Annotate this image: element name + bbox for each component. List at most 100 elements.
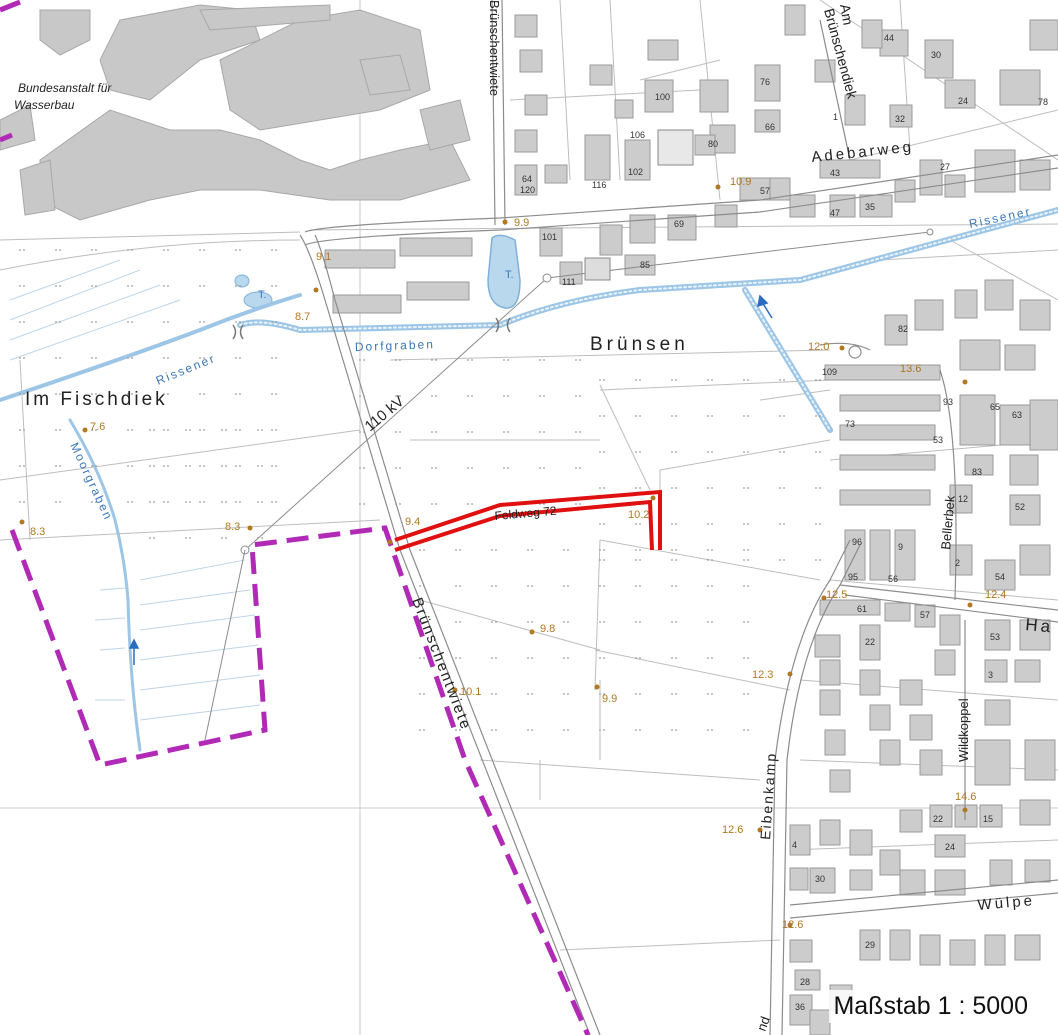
meadow-dot: [235, 465, 237, 467]
meadow-dot: [815, 379, 817, 381]
meadow-dot: [471, 431, 473, 433]
meadow-dot: [599, 451, 601, 453]
meadow-dot: [567, 729, 569, 731]
meadow-dot: [707, 379, 709, 381]
meadow-dot: [131, 429, 133, 431]
meadow-dot: [199, 357, 201, 359]
meadow-dot: [275, 285, 277, 287]
meadow-dot: [95, 249, 97, 251]
meadow-dot: [199, 465, 201, 467]
meadow-dot: [275, 249, 277, 251]
meadow-dot: [711, 693, 713, 695]
meadow-dot: [221, 537, 223, 539]
meadow-dot: [503, 467, 505, 469]
meadow-dot: [221, 429, 223, 431]
meadow-dot: [783, 559, 785, 561]
meadow-dot: [599, 729, 601, 731]
meadow-dot: [603, 729, 605, 731]
meadow-dot: [275, 465, 277, 467]
meadow-dot: [743, 415, 745, 417]
height-label: 12.0: [808, 341, 829, 353]
meadow-dot: [543, 431, 545, 433]
meadow-dot: [235, 429, 237, 431]
meadow-dot: [567, 585, 569, 587]
meadow-dot: [423, 585, 425, 587]
meadow-dot: [783, 379, 785, 381]
meadow-dot: [459, 621, 461, 623]
meadow-dot: [531, 657, 533, 659]
house-number: 65: [990, 402, 1000, 412]
meadow-dot: [363, 467, 365, 469]
meadow-dot: [579, 395, 581, 397]
meadow-dot: [747, 657, 749, 659]
meadow-dot: [527, 549, 529, 551]
meadow-dot: [359, 503, 361, 505]
meadow-dot: [563, 693, 565, 695]
meadow-dot: [707, 451, 709, 453]
meadow-dot: [603, 487, 605, 489]
meadow-dot: [671, 559, 673, 561]
meadow-dot: [167, 285, 169, 287]
meadow-dot: [235, 501, 237, 503]
meadow-dot: [423, 657, 425, 659]
height-label: 9.9: [602, 693, 617, 705]
meadow-dot: [131, 249, 133, 251]
meadow-dot: [131, 285, 133, 287]
power-line: [204, 228, 934, 741]
meadow-dot: [59, 429, 61, 431]
house-number: 85: [640, 260, 650, 270]
meadow-dot: [275, 321, 277, 323]
meadow-dot: [23, 321, 25, 323]
meadow-dot: [91, 465, 93, 467]
meadow-dot: [599, 379, 601, 381]
meadow-dot: [95, 357, 97, 359]
meadow-dot: [127, 393, 129, 395]
meadow-dot: [707, 621, 709, 623]
meadow-dot: [189, 501, 191, 503]
meadow-dot: [423, 621, 425, 623]
meadow-dot: [491, 729, 493, 731]
meadow-dot: [163, 465, 165, 467]
meadow-dot: [399, 395, 401, 397]
meadow-dot: [271, 393, 273, 395]
meadow-dot: [163, 393, 165, 395]
meadow-dot: [203, 249, 205, 251]
house-number: 116: [592, 180, 606, 190]
house-number: 35: [865, 202, 875, 212]
meadow-dot: [743, 549, 745, 551]
meadow-dot: [635, 585, 637, 587]
meadow-dot: [575, 503, 577, 505]
meadow-dot: [467, 467, 469, 469]
meadow-dot: [567, 657, 569, 659]
height-label: 9.8: [540, 623, 555, 635]
meadow-dot: [543, 395, 545, 397]
meadow-dot: [567, 693, 569, 695]
meadow-dot: [19, 285, 21, 287]
house-number: 24: [945, 842, 955, 852]
meadow-dot: [815, 451, 817, 453]
meadow-dot: [743, 585, 745, 587]
meadow-dot: [563, 549, 565, 551]
meadow-dot: [55, 501, 57, 503]
height-label: 8.7: [295, 311, 310, 323]
meadow-dot: [199, 249, 201, 251]
meadow-dot: [95, 285, 97, 287]
meadow-dot: [185, 429, 187, 431]
meadow-dot: [435, 431, 437, 433]
meadow-dot: [527, 621, 529, 623]
meadow-dot: [707, 549, 709, 551]
meadow-dot: [131, 501, 133, 503]
house-number: 22: [865, 637, 875, 647]
district-boundary: [0, 0, 591, 1035]
meadow-dot: [419, 693, 421, 695]
meadow-dot: [671, 379, 673, 381]
meadow-dot: [603, 693, 605, 695]
meadow-dot: [395, 467, 397, 469]
meadow-dot: [59, 285, 61, 287]
meadow-dot: [707, 523, 709, 525]
meadow-dot: [743, 379, 745, 381]
meadow-dot: [459, 729, 461, 731]
meadow-dot: [257, 465, 259, 467]
